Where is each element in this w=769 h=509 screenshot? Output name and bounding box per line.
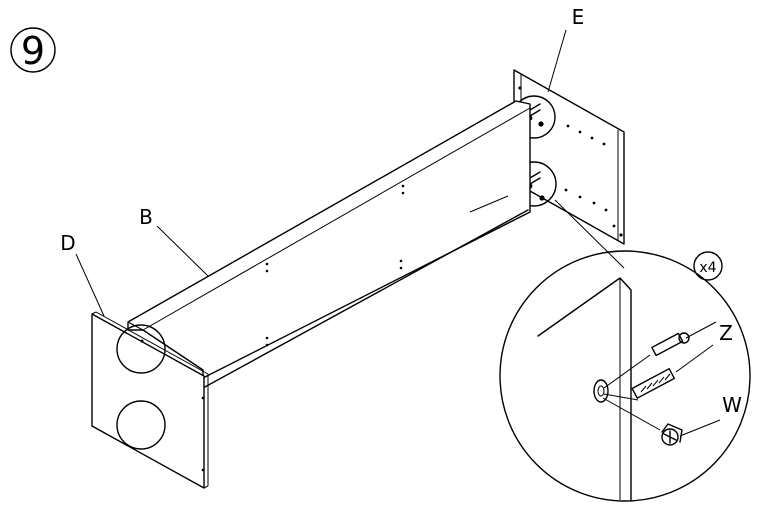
- label-b: B: [139, 205, 153, 229]
- panel-d-detail-circle-top: [116, 324, 166, 374]
- wooden-dowel-z: [603, 344, 714, 401]
- dowel-pin: [603, 321, 717, 389]
- label-z: Z: [719, 321, 733, 345]
- panel-b: [127, 100, 531, 389]
- label-d: D: [60, 231, 75, 255]
- panel-d: [91, 311, 209, 489]
- panel-e-holes: [518, 86, 623, 237]
- cam-lock-w: [602, 397, 721, 446]
- step-badge: 9: [10, 27, 56, 73]
- magnified-detail: x4: [469, 195, 751, 502]
- step-number: 9: [21, 29, 45, 73]
- quantity-circle: [693, 251, 723, 281]
- label-w: W: [722, 393, 742, 417]
- label-e: E: [572, 5, 585, 29]
- panel-b-holes: [265, 184, 405, 347]
- magnifier-circle: [499, 250, 751, 502]
- cam-hole: [593, 379, 609, 403]
- panel-d-detail-circle-bottom: [116, 400, 166, 450]
- step-circle: [10, 27, 56, 73]
- quantity-label: x4: [699, 260, 716, 276]
